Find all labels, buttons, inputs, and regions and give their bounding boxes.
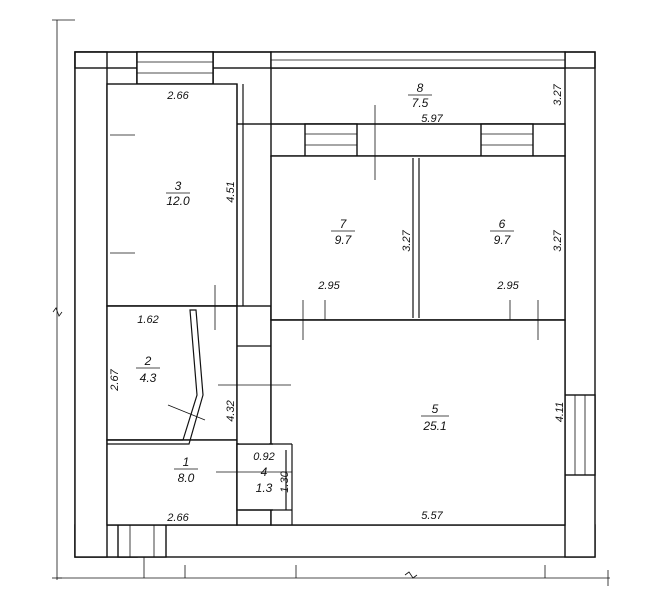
dim-r2-side: 2.67	[109, 368, 121, 391]
room-label-4: 4 1.3	[256, 465, 273, 495]
room-number-4: 4	[261, 465, 268, 479]
room-number-3: 3	[175, 179, 182, 193]
dim-r2-top: 1.62	[137, 314, 158, 326]
room-label-8: 8 7.5	[408, 81, 432, 110]
dim-r3-top: 2.66	[166, 90, 189, 102]
dim-r4-top: 0.92	[253, 451, 274, 463]
room-label-6: 6 9.7	[490, 217, 514, 247]
room-interiors	[109, 70, 563, 523]
room-label-7: 7 9.7	[331, 217, 355, 247]
dim-r5-side: 4.11	[554, 402, 566, 423]
dim-r7-bottom: 2.95	[317, 280, 340, 292]
room-area-3: 12.0	[166, 194, 190, 208]
dim-r6-side: 3.27	[552, 229, 564, 251]
room-number-6: 6	[499, 217, 506, 231]
partitions	[107, 84, 565, 525]
room-number-2: 2	[144, 354, 152, 368]
room-label-1: 1 8.0	[174, 455, 198, 485]
dim-r8-bottom: 5.97	[421, 113, 443, 125]
room-label-5: 5 25.1	[421, 402, 449, 433]
room-area-1: 8.0	[178, 471, 195, 485]
dim-r5-bottom: 5.57	[421, 510, 443, 522]
dim-r8-side: 3.27	[552, 83, 564, 105]
dim-r3-side: 4.51	[225, 181, 237, 202]
room-area-8: 7.5	[412, 96, 429, 110]
dim-r1-bottom: 2.66	[166, 512, 189, 524]
dimension-labels: 2.66 4.51 1.62 2.67 4.32 0.92 1.30 2.66 …	[109, 83, 566, 524]
room-label-2: 2 4.3	[136, 354, 160, 385]
room-area-6: 9.7	[494, 233, 512, 247]
dim-corridor-side: 4.32	[225, 400, 237, 421]
dim-r4-side: 1.30	[279, 470, 291, 492]
door-markers	[110, 105, 539, 473]
room-number-1: 1	[183, 455, 190, 469]
room-number-5: 5	[432, 402, 439, 416]
dim-r6-bottom: 2.95	[496, 280, 519, 292]
room-number-7: 7	[340, 217, 348, 231]
room-number-8: 8	[417, 81, 424, 95]
room-label-3: 3 12.0	[166, 179, 190, 208]
room-area-5: 25.1	[422, 419, 446, 433]
room-area-7: 9.7	[335, 233, 353, 247]
dim-r7-side: 3.27	[401, 229, 413, 251]
room-area-4: 1.3	[256, 481, 273, 495]
room-area-2: 4.3	[140, 371, 157, 385]
